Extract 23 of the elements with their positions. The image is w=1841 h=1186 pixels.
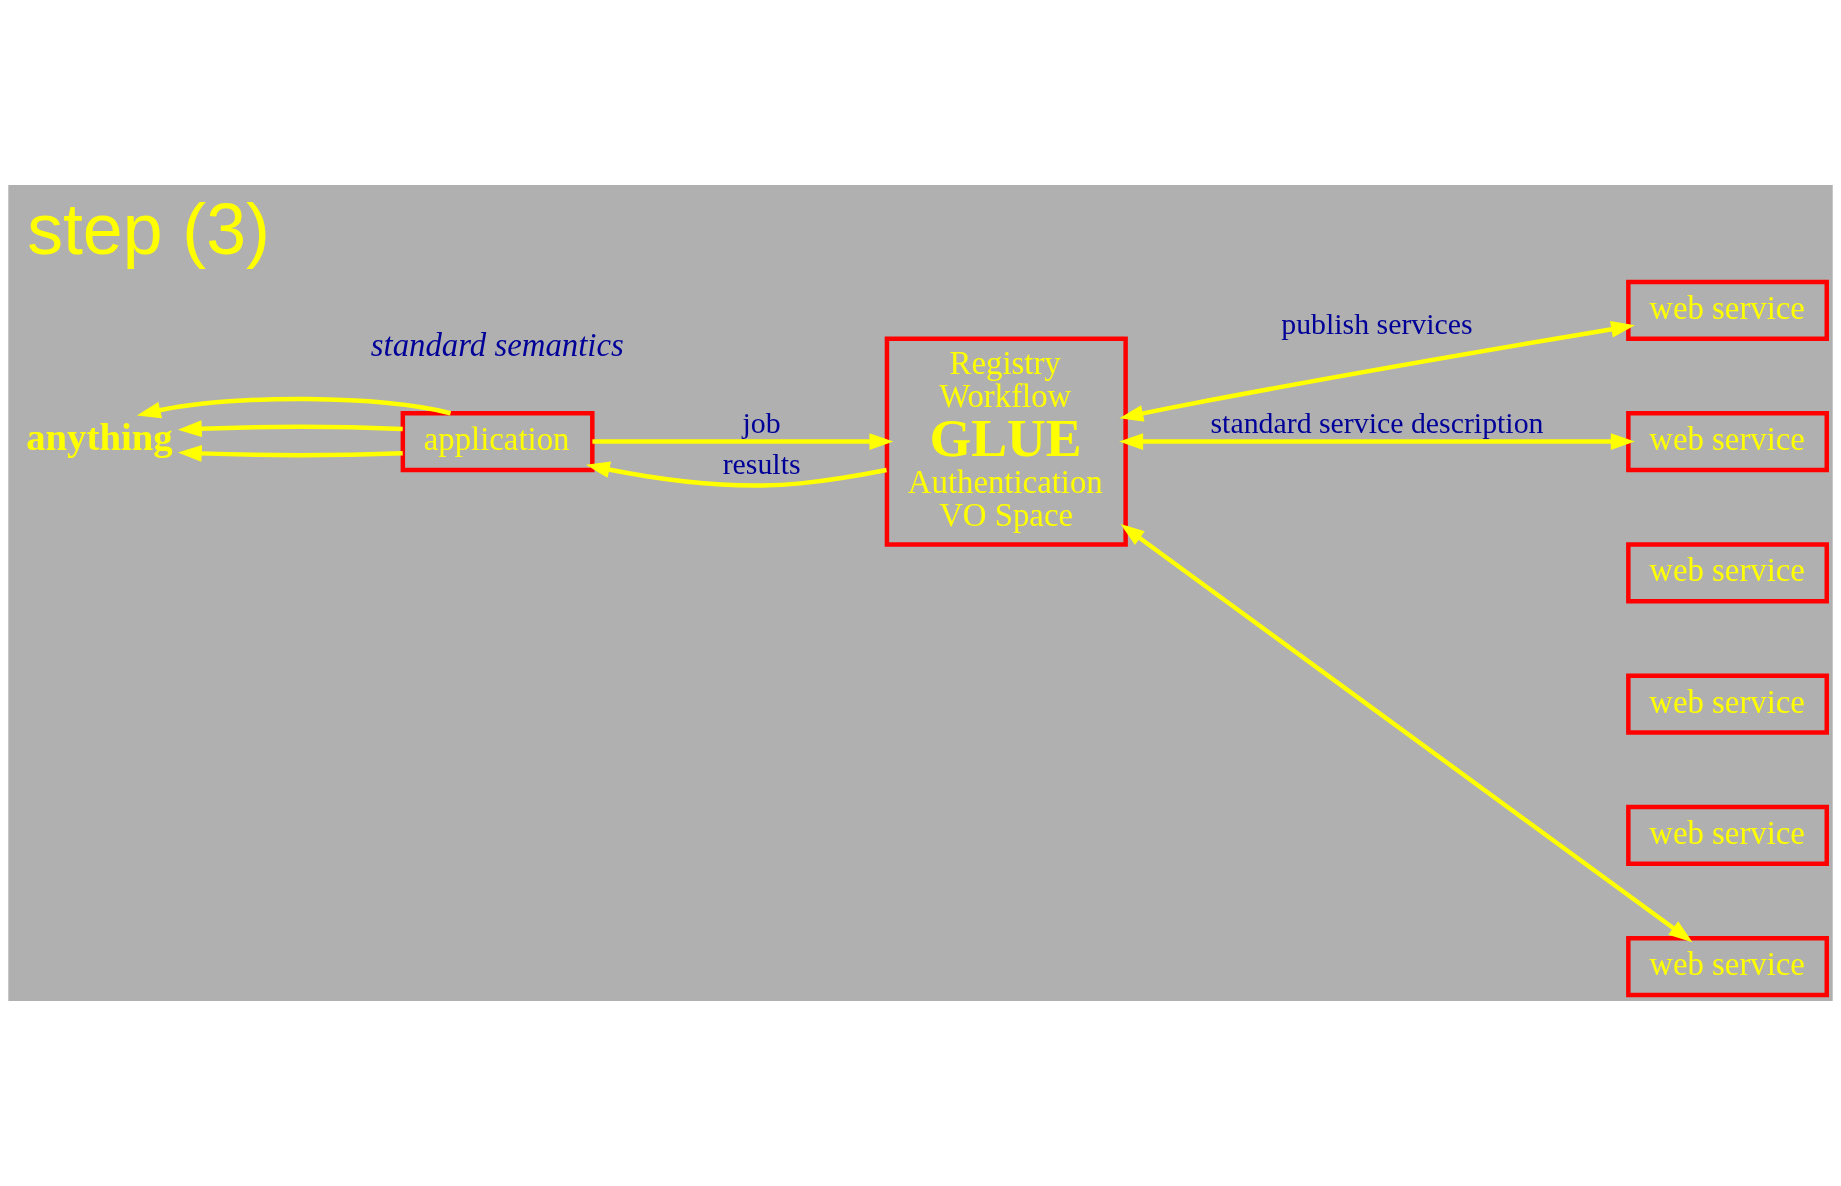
node-text: anything: [26, 414, 173, 458]
node-box: web service: [1626, 411, 1829, 473]
label: standard semantics: [370, 326, 624, 363]
node-box: web service: [1626, 804, 1829, 866]
arrow: [1120, 524, 1693, 943]
node-box: web service: [1626, 936, 1829, 998]
arrow: [1119, 433, 1635, 450]
edge-label: results: [722, 447, 801, 481]
node-box: web service: [1626, 279, 1829, 341]
node-box: Registry Workflow GLUE Authentication VO Space: [884, 336, 1128, 547]
edge-label: job: [742, 405, 781, 439]
node-box: application: [400, 411, 595, 473]
arrow: [136, 396, 452, 419]
node-box: web service: [1626, 542, 1829, 604]
arrow: [177, 445, 403, 462]
arrow: [1119, 321, 1636, 422]
arrow: [585, 461, 887, 488]
diagram-title: step (3): [27, 189, 270, 270]
edge-label: standard service description: [1210, 405, 1544, 439]
edge-label: publish services: [1281, 307, 1473, 341]
node-box: web service: [1626, 673, 1829, 735]
arrow: [592, 433, 894, 450]
arrow: [177, 420, 403, 438]
